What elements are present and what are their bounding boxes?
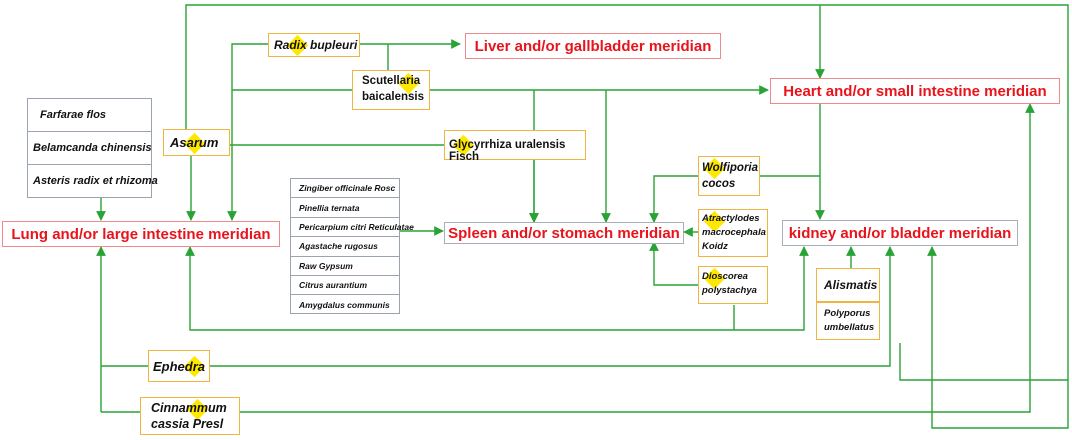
spleen-list-item-6: Citrus aurantium	[299, 280, 368, 291]
connector-bupleuri-to-lung	[227, 43, 270, 221]
lung-herb-list: Farfarae flos Belamcanda chinensis Aster…	[27, 98, 158, 198]
list-item: Zingiber officinale Rosc	[291, 179, 399, 199]
liver-meridian-box: Liver and/or gallbladder meridian	[465, 33, 721, 59]
connector-lines	[96, 4, 1069, 429]
spleen-meridian-box: Spleen and/or stomach meridian	[444, 222, 684, 244]
lung-list-item-2: Belamcanda chinensis	[33, 142, 152, 154]
atractylodes-label-line1: Atractylodes	[702, 213, 760, 224]
atractylodes-label-line2: macrocephala	[702, 227, 766, 238]
lung-list-item-3: Asteris radix et rhizoma	[33, 175, 158, 187]
kidney-meridian-box: kidney and/or bladder meridian	[782, 220, 1018, 246]
spleen-meridian-label: Spleen and/or stomach meridian	[448, 224, 680, 242]
wolfiporia-label-line2: cocos	[702, 178, 736, 190]
asarum-box: Asarum	[163, 129, 230, 156]
list-item: Raw Gypsum	[291, 257, 399, 276]
dioscorea-box: Dioscorea polystachya	[698, 266, 768, 304]
dioscorea-label-line2: polystachya	[702, 285, 757, 296]
spleen-list-item-7: Amygdalus communis	[299, 300, 390, 311]
list-item: Pinellia ternata	[291, 198, 399, 218]
glycyrrhiza-box: Glycyrrhiza uralensis Fisch	[444, 130, 586, 163]
atractylodes-label-line3: Koidz	[702, 241, 728, 252]
connector-bottom-to-kidney	[734, 246, 809, 331]
spleen-herb-list: Zingiber officinale Rosc Pinellia ternat…	[290, 178, 414, 314]
spleen-list-item-5: Raw Gypsum	[299, 260, 353, 271]
alismatis-box: Alismatis	[816, 268, 880, 302]
dioscorea-label-line1: Dioscorea	[702, 271, 748, 282]
liver-meridian-label: Liver and/or gallbladder meridian	[474, 37, 712, 55]
list-item: Pericarpium citri Reticulatae	[291, 218, 414, 238]
wolfiporia-label-line1: Wolfiporia	[702, 162, 759, 174]
connector-dioscorea-bottom-loop	[185, 246, 735, 331]
list-item: Belamcanda chinensis	[28, 132, 152, 165]
spleen-list-item-4: Agastache rugosus	[299, 241, 378, 252]
ephedra-label: Ephedra	[153, 359, 206, 374]
connector-wolfiporia-to-spleen	[649, 175, 698, 223]
cinnamomum-label-line1: Cinnammum	[151, 401, 227, 415]
list-item: Agastache rugosus	[291, 237, 399, 257]
spleen-list-item-1: Zingiber officinale Rosc	[299, 183, 396, 194]
scutellaria-label-line2: baicalensis	[362, 91, 425, 103]
cinnamomum-label-line2: cassia Presl	[151, 417, 224, 431]
spleen-list-item-3: Pericarpium citri Reticulatae	[299, 221, 414, 232]
lung-meridian-label: Lung and/or large intestine meridian	[11, 225, 271, 243]
polyporus-label-line1: Polyporus	[824, 308, 871, 319]
alismatis-label: Alismatis	[824, 278, 878, 292]
lung-meridian-box: Lung and/or large intestine meridian	[2, 221, 280, 247]
list-item: Citrus aurantium	[291, 276, 399, 296]
radix-bupleuri-box: Radix bupleuri	[268, 33, 360, 57]
scutellaria-box: Scutellaria baicalensis	[352, 70, 430, 110]
asarum-label: Asarum	[170, 135, 219, 150]
spleen-list-item-2: Pinellia ternata	[299, 202, 360, 213]
connector-top-loop	[185, 4, 1069, 381]
polyporus-box: Polyporus umbellatus	[816, 302, 880, 340]
connector-loop-to-kidney	[927, 246, 1069, 429]
heart-meridian-label: Heart and/or small intestine meridian	[783, 82, 1047, 100]
cinnamomum-box: Cinnammum cassia Presl	[140, 397, 240, 435]
connector-cinnamomum-to-heart	[240, 103, 1035, 413]
connector-ephedra-to-kidney	[210, 246, 895, 367]
ephedra-box: Ephedra	[148, 350, 210, 382]
list-item: Farfarae flos	[28, 99, 151, 132]
list-item: Asteris radix et rhizoma	[28, 165, 158, 197]
kidney-meridian-label: kidney and/or bladder meridian	[788, 224, 1012, 242]
polyporus-label-line2: umbellatus	[824, 322, 875, 333]
wolfiporia-box: Wolfiporia cocos	[698, 156, 760, 196]
list-item: Amygdalus communis	[291, 295, 399, 314]
atractylodes-box: Atractylodes macrocephala Koidz	[698, 209, 768, 257]
connector-dioscorea-to-spleen	[649, 241, 698, 286]
glycyrrhiza-label: Glycyrrhiza uralensis Fisch	[449, 139, 566, 163]
radix-bupleuri-label: Radix bupleuri	[274, 38, 358, 52]
lung-list-item-1: Farfarae flos	[40, 109, 107, 121]
scutellaria-label-line1: Scutellaria	[362, 75, 421, 87]
heart-meridian-box: Heart and/or small intestine meridian	[770, 78, 1060, 104]
